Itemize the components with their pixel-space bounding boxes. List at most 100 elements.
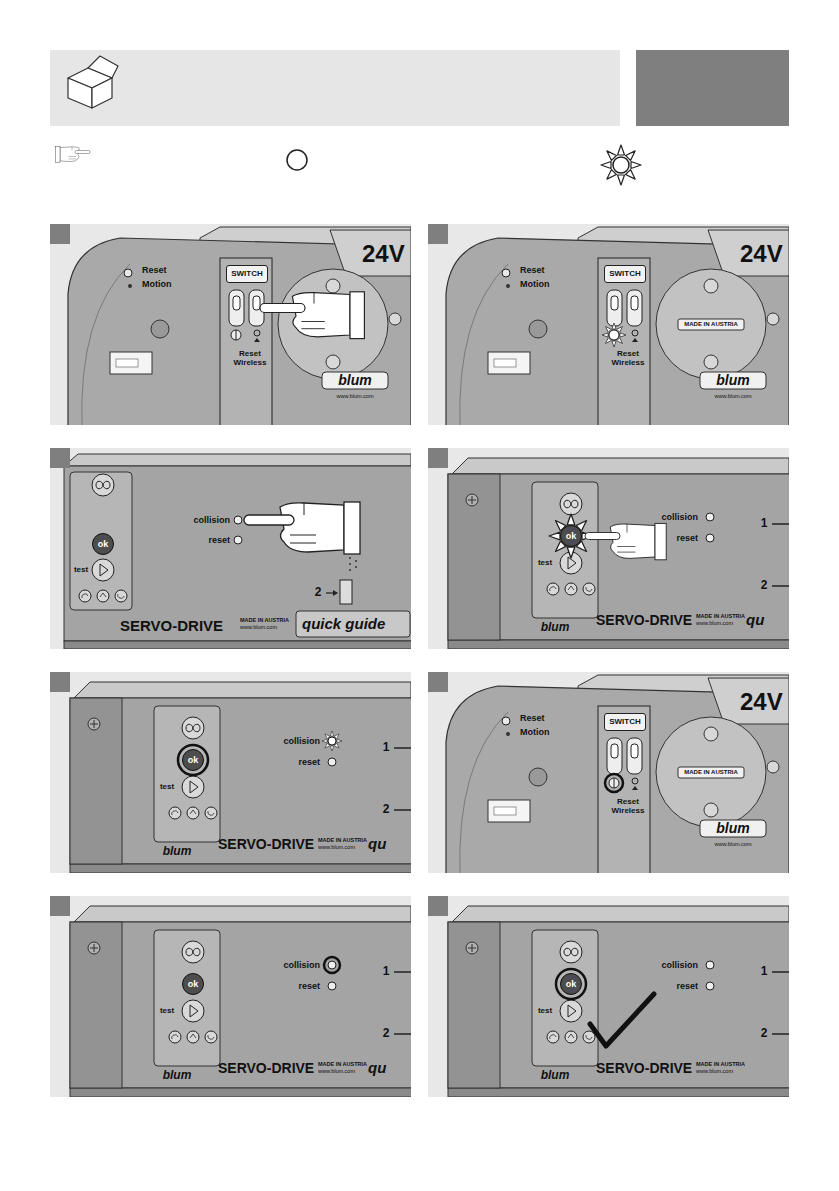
url-text: www.blum.com xyxy=(696,1068,733,1074)
maker-label: MADE IN AUSTRIA xyxy=(240,617,289,623)
product-name: SERVO-DRIVE xyxy=(596,612,692,628)
step-panel xyxy=(50,672,415,873)
url-text: www.blum.com xyxy=(715,393,752,399)
led-label: collision xyxy=(283,736,320,746)
product-name: SERVO-DRIVE xyxy=(218,1060,314,1076)
maker-label: MADE IN AUSTRIA xyxy=(696,613,745,619)
url-text: www.blum.com xyxy=(318,844,355,850)
step-panel xyxy=(50,896,415,1097)
led-label: Reset xyxy=(520,265,545,275)
maker-label: MADE IN AUSTRIA xyxy=(696,1061,745,1067)
ok-button: ok xyxy=(92,533,114,555)
hand-symbol xyxy=(55,147,90,163)
circle-symbol xyxy=(287,150,307,170)
led-label: collision xyxy=(661,512,698,522)
guide-label: quick guide xyxy=(302,615,385,632)
url-text: www.blum.com xyxy=(715,841,752,847)
url-text: www.blum.com xyxy=(696,620,733,626)
step-marker xyxy=(428,224,448,244)
callout-number: 2 xyxy=(315,586,322,600)
button-label: test xyxy=(538,558,552,567)
maker-label: MADE IN AUSTRIA xyxy=(318,837,367,843)
switch-button: SWITCH xyxy=(226,265,268,283)
url-text: www.blum.com xyxy=(318,1068,355,1074)
logo-text: blum xyxy=(163,1069,192,1083)
logo-text: blum xyxy=(163,845,192,859)
button-text: ok xyxy=(188,755,199,765)
button-text: ok xyxy=(566,979,577,989)
callout-number: 2 xyxy=(383,1027,390,1041)
voltage-label: 24V xyxy=(362,240,405,268)
step-panel xyxy=(428,672,789,878)
voltage-label: 24V xyxy=(740,240,783,268)
step-panel xyxy=(50,448,414,649)
led-label: Motion xyxy=(520,727,550,737)
logo-text: blum xyxy=(716,820,749,836)
step-panel xyxy=(50,224,411,430)
guide-label: qu xyxy=(746,611,764,628)
product-name: SERVO-DRIVE xyxy=(218,836,314,852)
led-label: Motion xyxy=(142,279,172,289)
switch-label: Reset Wireless xyxy=(231,349,269,367)
switch-button: SWITCH xyxy=(604,265,646,283)
step-panel xyxy=(428,224,789,430)
product-name: SERVO-DRIVE xyxy=(596,1060,692,1076)
step-marker xyxy=(50,448,70,468)
url-text: www.blum.com xyxy=(337,393,374,399)
led-label: collision xyxy=(283,960,320,970)
button-text: SWITCH xyxy=(609,269,641,278)
led-label: reset xyxy=(676,981,698,991)
logo-text: blum xyxy=(338,372,371,388)
guide-label: qu xyxy=(368,835,386,852)
ok-button: ok xyxy=(560,525,582,547)
callout-number: 2 xyxy=(761,1027,768,1041)
ok-button: ok xyxy=(182,973,204,995)
step-marker xyxy=(428,896,448,916)
step-panel xyxy=(428,896,793,1097)
step-marker xyxy=(428,448,448,468)
callout-number: 2 xyxy=(383,803,390,817)
step-marker xyxy=(428,672,448,692)
step-marker xyxy=(50,224,70,244)
ok-button: ok xyxy=(560,973,582,995)
header-band xyxy=(50,50,620,126)
logo-text: blum xyxy=(716,372,749,388)
button-label: test xyxy=(160,1006,174,1015)
switch-label: Reset Wireless xyxy=(609,349,647,367)
callout-number: 1 xyxy=(383,965,390,979)
button-label: test xyxy=(74,565,88,574)
led-label: collision xyxy=(193,515,230,525)
button-text: ok xyxy=(566,531,577,541)
guide-label: qu xyxy=(368,1059,386,1076)
led-label: reset xyxy=(676,533,698,543)
button-text: SWITCH xyxy=(231,269,263,278)
step-marker xyxy=(50,672,70,692)
switch-label: Reset Wireless xyxy=(609,797,647,815)
url-text: www.blum.com xyxy=(240,624,277,630)
step-panel xyxy=(428,448,793,649)
led-label: Reset xyxy=(520,713,545,723)
led-label: reset xyxy=(298,757,320,767)
button-label: test xyxy=(538,1006,552,1015)
led-label: collision xyxy=(661,960,698,970)
callout-number: 1 xyxy=(761,965,768,979)
button-label: test xyxy=(160,782,174,791)
maker-label: MADE IN AUSTRIA xyxy=(318,1061,367,1067)
voltage-label: 24V xyxy=(740,688,783,716)
button-text: ok xyxy=(98,539,109,549)
box-icon xyxy=(68,56,118,108)
step-marker xyxy=(50,896,70,916)
header-tab xyxy=(636,50,789,126)
maker-label: MADE IN AUSTRIA xyxy=(684,769,737,776)
light-symbol xyxy=(601,145,641,185)
switch-button: SWITCH xyxy=(604,713,646,731)
callout-number: 1 xyxy=(761,517,768,531)
product-name: SERVO-DRIVE xyxy=(120,617,223,634)
logo-text: blum xyxy=(541,621,570,635)
callout-number: 2 xyxy=(761,579,768,593)
led-label: Motion xyxy=(520,279,550,289)
led-label: Reset xyxy=(142,265,167,275)
button-text: ok xyxy=(188,979,199,989)
